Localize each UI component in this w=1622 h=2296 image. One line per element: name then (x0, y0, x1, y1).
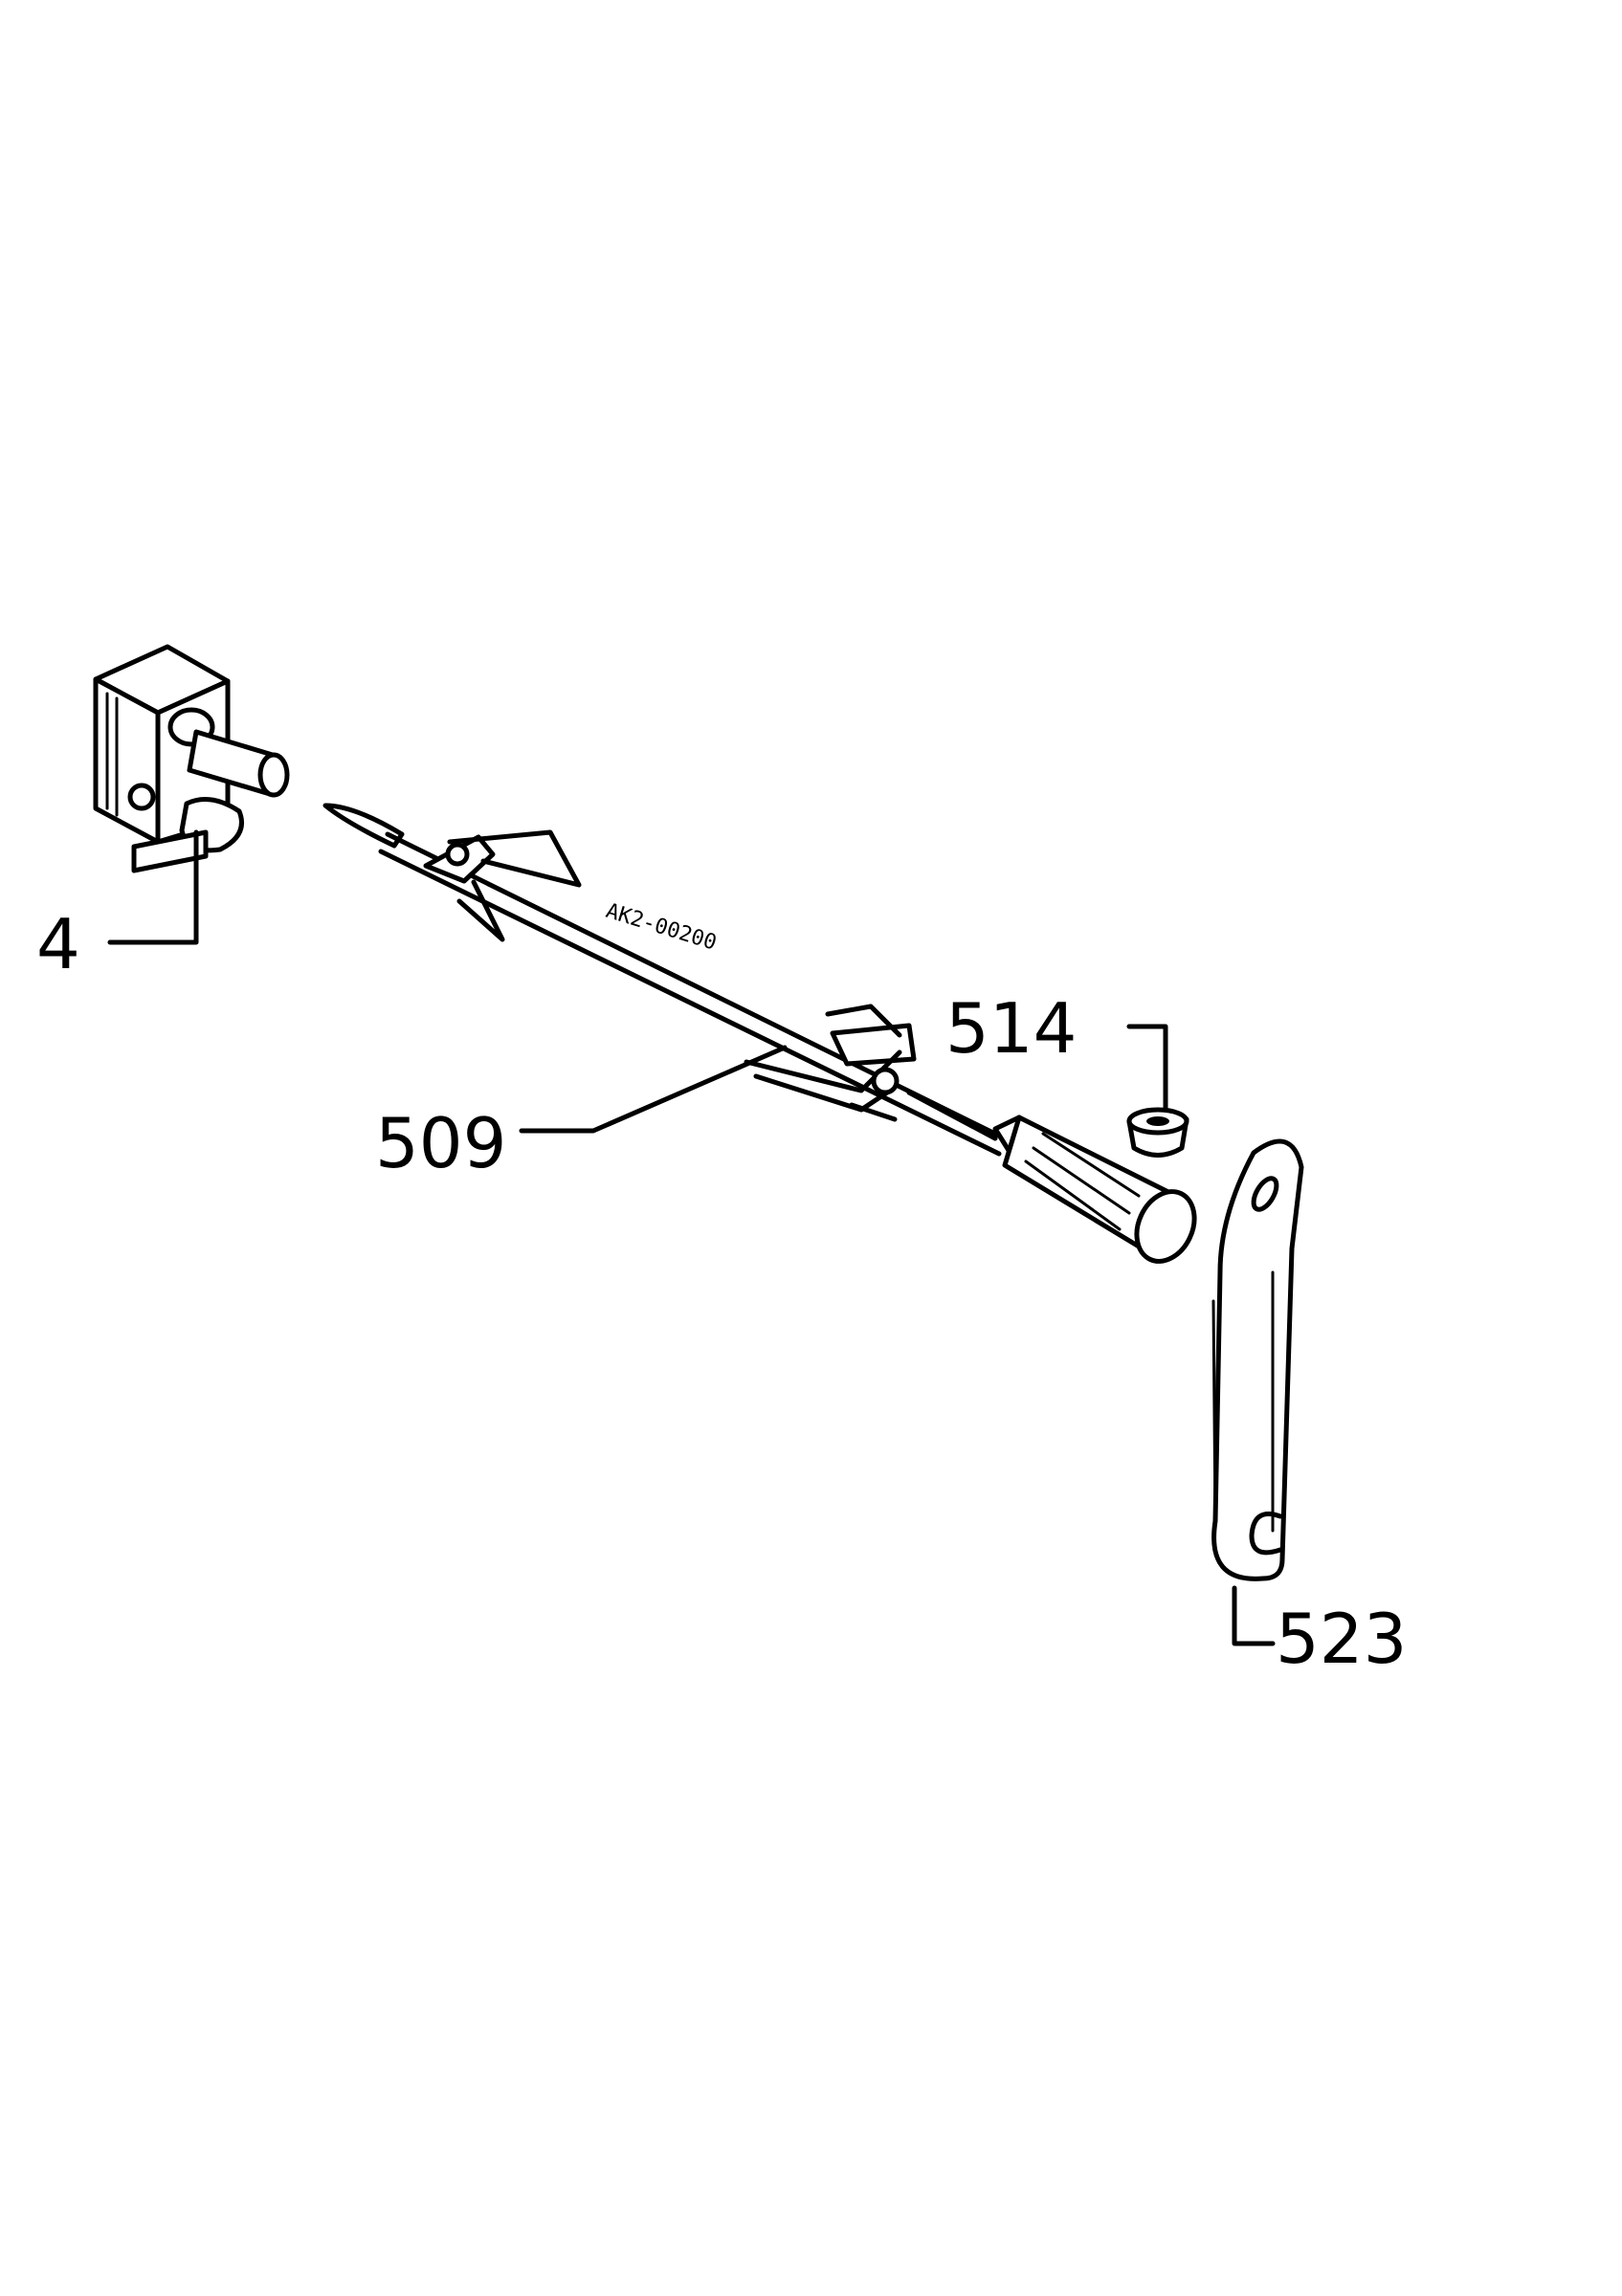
grommet-drawing (1126, 1107, 1189, 1158)
callout-509: 509 (375, 1103, 506, 1183)
callout-4: 4 (36, 904, 80, 984)
motor-unit-drawing (93, 644, 290, 873)
callout-514: 514 (945, 988, 1077, 1069)
callout-523: 523 (1276, 1599, 1407, 1679)
leader-line-4 (107, 829, 199, 945)
leader-line-523 (1232, 1585, 1276, 1646)
leader-line-514 (1126, 1024, 1168, 1111)
leader-line-509 (519, 1045, 788, 1134)
bracket-drawing (1211, 1138, 1304, 1581)
